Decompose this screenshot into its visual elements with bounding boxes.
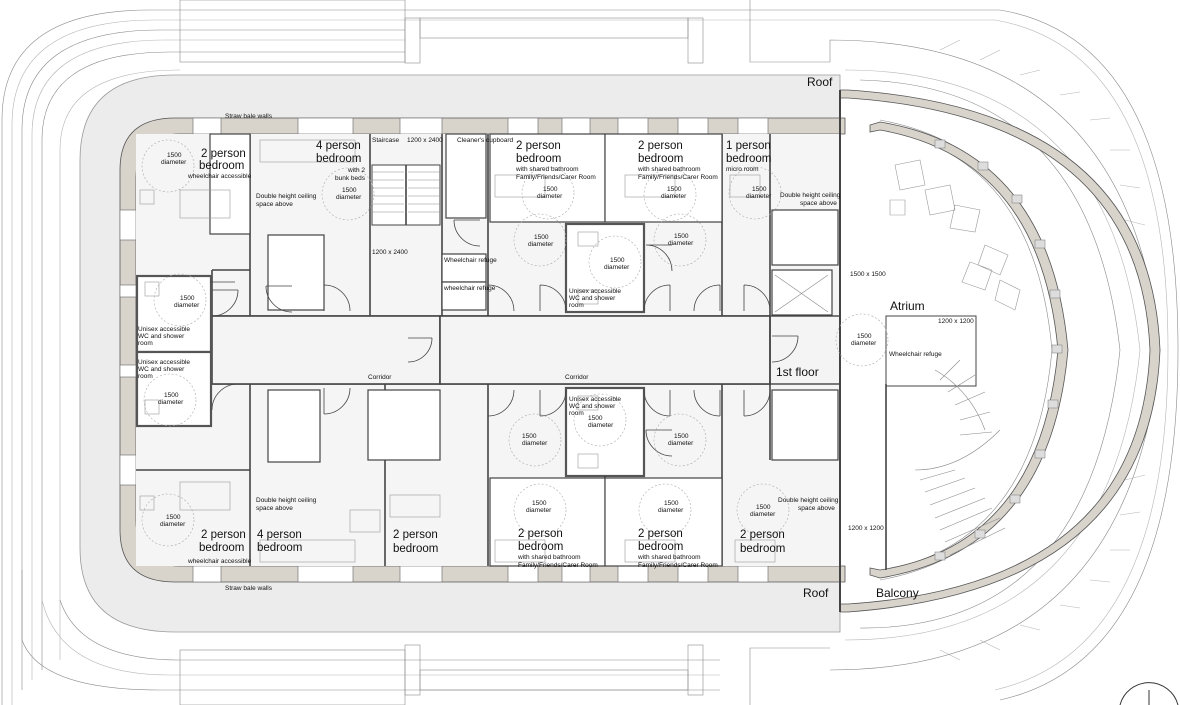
wheelchair-refuge-2: wheelchair refuge <box>443 285 496 292</box>
room-top-3-num: 2 person <box>516 140 561 152</box>
bottom-rooms <box>136 384 839 567</box>
wheelchair-refuge-3: Wheelchair refuge <box>889 351 942 358</box>
room-top-left-num: 2 person <box>201 148 246 160</box>
room-labels-top: 2 person bedroom wheelchair accessible 4… <box>187 140 771 182</box>
room-bottom-5-note-1: with shared bathroom <box>637 554 701 561</box>
room-bottom-left-note: wheelchair accessible <box>187 558 252 565</box>
room-bottom-2-num: 4 person <box>257 529 302 541</box>
room-bottom-left-type: bedroom <box>199 542 244 554</box>
atrium-label: Atrium <box>890 299 925 313</box>
doors <box>210 219 799 457</box>
area-labels: Roof Roof Straw bale walls Straw bale wa… <box>225 75 974 600</box>
furniture <box>139 139 776 563</box>
room-bottom-5-num: 2 person <box>638 528 683 540</box>
room-bottom-6-num: 2 person <box>740 529 785 541</box>
wheelchair-refuge-1: Wheelchair refuge <box>444 257 497 264</box>
room-bottom-left-num: 2 person <box>201 529 246 541</box>
straw-bale-label-top: Straw bale walls <box>225 113 273 120</box>
room-top-4-num: 2 person <box>638 140 683 152</box>
room-bottom-3-num: 2 person <box>393 529 438 541</box>
room-top-left-note: wheelchair accessible <box>187 173 252 180</box>
dim-1500x1500: 1500 x 1500 <box>850 271 886 278</box>
room-top-4-note-2: Family/Friends/Carer Room <box>638 174 718 181</box>
room-top-4-type: bedroom <box>638 153 683 165</box>
top-rooms <box>209 133 839 384</box>
room-top-5-note: micro room <box>726 166 759 173</box>
room-bottom-4-note-2: Family/Friends/Carer Room <box>518 562 598 569</box>
atrium <box>839 90 1069 612</box>
straw-bale-label-bottom: Straw bale walls <box>225 585 273 592</box>
corridor-label-left: Corridor <box>368 374 392 381</box>
corridor-label-mid: Corridor <box>565 374 589 381</box>
dim-1200x2400-top: 1200 x 2400 <box>407 137 443 144</box>
room-top-5-num: 1 person <box>726 140 771 152</box>
room-bottom-6-type: bedroom <box>740 543 785 555</box>
shared-bathroom-pod-top <box>564 222 646 314</box>
room-bottom-4-num: 2 person <box>518 528 563 540</box>
roof-label-bottom: Roof <box>803 586 829 600</box>
north-arrow-icon <box>1119 682 1179 705</box>
roof-label-top: Roof <box>807 75 833 89</box>
room-labels-bottom: 2 person bedroom wheelchair accessible 4… <box>187 528 785 569</box>
room-bottom-4-note-1: with shared bathroom <box>517 554 581 561</box>
room-top-3-note-2: Family/Friends/Carer Room <box>516 174 596 181</box>
dim-1200x1200-bottom: 1200 x 1200 <box>848 525 884 532</box>
room-top-4-note-1: with shared bathroom <box>637 166 701 173</box>
room-top-2-note-2: bunk beds <box>335 175 366 182</box>
room-bottom-2-type: bedroom <box>257 542 302 554</box>
left-wc-rooms <box>135 274 213 428</box>
room-bottom-5-note-2: Family/Friends/Carer Room <box>638 562 718 569</box>
dim-1200x2400-mid: 1200 x 2400 <box>372 249 408 256</box>
room-top-5-type: bedroom <box>726 153 771 165</box>
room-top-3-note-1: with shared bathroom <box>515 166 579 173</box>
turning-circles <box>141 139 889 547</box>
cleaners-cupboard-label: Cleaner's cupboard <box>457 137 514 144</box>
corridor <box>211 315 841 385</box>
dim-1200x1200-top: 1200 x 1200 <box>938 318 974 325</box>
staircase-label: Staircase <box>372 137 399 144</box>
room-top-2-num: 4 person <box>316 140 361 152</box>
room-top-2-type: bedroom <box>316 153 361 165</box>
room-bottom-4-type: bedroom <box>518 541 563 553</box>
room-bottom-3-type: bedroom <box>393 543 438 555</box>
staircase <box>371 133 487 311</box>
room-bottom-5-type: bedroom <box>638 541 683 553</box>
balcony-label: Balcony <box>876 586 919 600</box>
first-floor-label: 1st floor <box>776 365 819 379</box>
room-top-3-type: bedroom <box>516 153 561 165</box>
room-top-left-type: bedroom <box>199 160 244 172</box>
room-top-2-note-1: with 2 <box>347 167 365 174</box>
